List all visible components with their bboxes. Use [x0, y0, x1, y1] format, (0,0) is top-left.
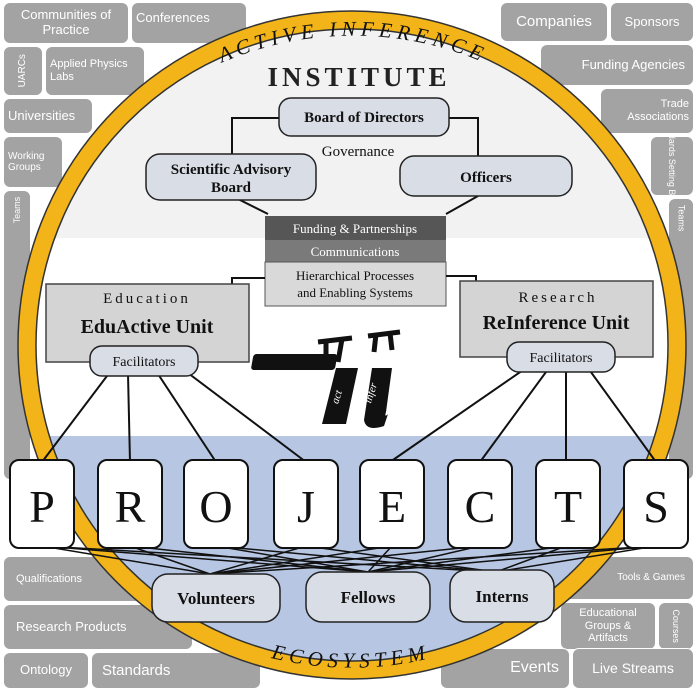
eco-tile-universities: Universities	[3, 98, 93, 134]
eco-tile-educational-groups: Educational Groups & Artifacts	[560, 602, 656, 650]
project-letter-box: S	[623, 459, 689, 549]
project-letter-box: E	[359, 459, 425, 549]
svg-text:Board: Board	[211, 180, 252, 196]
reinference-unit-title: ReInference Unit	[483, 312, 630, 334]
institute-title: INSTITUTE	[267, 62, 450, 92]
processes-box	[264, 261, 447, 307]
facilitator-connectors	[41, 367, 657, 463]
education-heading: Education	[103, 291, 191, 307]
pi-right-leg	[364, 368, 392, 428]
communications-label: Communications	[311, 244, 400, 259]
pi-bar	[251, 354, 338, 370]
pi-small-right-icon	[367, 329, 401, 353]
communications-bar	[265, 240, 446, 262]
board-of-directors-box: Board of Directors	[278, 97, 450, 137]
eco-tile-trade-associations: Trade Associations	[600, 88, 694, 134]
eco-tile-standards-bodies: Standards Setting Bodies	[650, 136, 694, 196]
eco-tile-courses: Courses	[658, 602, 694, 650]
project-letter: J	[297, 481, 315, 532]
project-letter-box: J	[273, 459, 339, 549]
eco-tile-funding-agencies: Funding Agencies	[540, 44, 694, 86]
role-connectors	[41, 545, 657, 575]
eco-tile-companies: Companies	[500, 2, 608, 42]
eco-tile-working-groups: Working Groups	[3, 136, 63, 188]
eco-tile-events: Events	[440, 648, 570, 689]
stack-to-education-line	[231, 277, 265, 285]
eco-tile-sponsors: Sponsors	[610, 2, 694, 42]
pi-left-leg	[322, 368, 358, 424]
project-letter: T	[554, 481, 582, 532]
role-label: Volunteers	[177, 589, 255, 608]
project-letter: E	[378, 481, 406, 532]
officers-to-center-line	[445, 195, 479, 215]
project-letter: P	[29, 481, 55, 532]
eco-tile-standards: Standards	[91, 652, 261, 689]
logo-act-text: act	[329, 388, 345, 405]
research-unit: Research ReInference Unit	[459, 280, 654, 358]
logo-serve-text: serve	[348, 355, 376, 370]
svg-text:Facilitators: Facilitators	[113, 355, 176, 370]
svg-text:Facilitators: Facilitators	[530, 351, 593, 366]
project-letter: S	[643, 481, 669, 532]
roles-row: Volunteers Fellows Interns	[151, 569, 555, 623]
scientific-advisory-board-box: Scientific Advisory Board	[145, 153, 317, 201]
eco-tile-ontology: Ontology	[3, 652, 89, 689]
eco-tile-conferences: Conferences	[131, 2, 247, 44]
eco-tile-applied-physics: Applied Physics Labs	[45, 46, 145, 96]
project-letter-box: P	[9, 459, 75, 549]
eco-tile-live-streams: Live Streams	[572, 648, 694, 689]
project-letter-box: T	[535, 459, 601, 549]
funding-bar	[265, 216, 446, 240]
pi-logo: serve act infer	[251, 329, 401, 428]
research-heading: Research	[519, 290, 598, 306]
officers-box: Officers	[399, 155, 573, 197]
eduactive-unit-title: EduActive Unit	[81, 316, 214, 338]
education-facilitators-pill: Facilitators	[89, 345, 199, 377]
project-letter-box: C	[447, 459, 513, 549]
role-label: Interns	[476, 587, 529, 606]
project-letter-box: O	[183, 459, 249, 549]
research-facilitators-pill: Facilitators	[506, 341, 616, 373]
svg-text:Board of Directors: Board of Directors	[304, 110, 424, 126]
svg-text:Officers: Officers	[460, 170, 512, 186]
project-letter-box: R	[97, 459, 163, 549]
project-letter: R	[115, 481, 146, 532]
governance-label: Governance	[322, 144, 395, 160]
processes-label-1: Hierarchical Processes	[296, 268, 414, 283]
role-label: Fellows	[341, 588, 396, 607]
funding-label: Funding & Partnerships	[293, 221, 417, 236]
role-pill: Volunteers	[151, 573, 281, 623]
processes-label-2: and Enabling Systems	[297, 285, 413, 300]
eco-tile-uarcs: UARCs	[3, 46, 43, 96]
svg-text:Scientific Advisory: Scientific Advisory	[171, 162, 292, 178]
role-pill: Fellows	[305, 571, 431, 623]
eco-tile-communities: Communities of Practice	[3, 2, 129, 44]
center-process-stack: Funding & Partnerships Communications Hi…	[264, 216, 447, 307]
project-letter: O	[199, 481, 232, 532]
role-pill: Interns	[449, 569, 555, 623]
project-letter: C	[465, 481, 496, 532]
